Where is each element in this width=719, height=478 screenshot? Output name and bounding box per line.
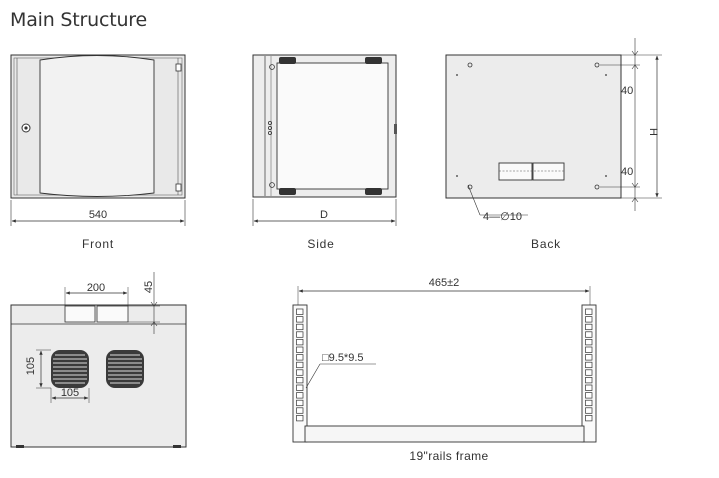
fan-grille-right	[106, 350, 144, 388]
back-cable-entry-right	[532, 162, 565, 181]
back-hole-leader	[467, 184, 481, 216]
front-view: 540 Front	[10, 54, 186, 251]
side-fan-slot-top-right	[365, 57, 382, 64]
rail-hole	[585, 369, 593, 376]
rail-hole	[296, 392, 304, 399]
rail-hole	[296, 346, 304, 353]
rail-hole	[296, 361, 304, 369]
rail-hole	[296, 369, 304, 376]
rails-bottom-crossbar	[304, 425, 585, 443]
side-fan-slot-top-left	[279, 57, 296, 64]
top-opening-left	[64, 305, 96, 323]
rail-hole	[585, 415, 593, 422]
top-fan-width-label: 105	[61, 387, 79, 399]
side-fan-slot-bottom-left	[279, 188, 296, 195]
side-frame-inner	[276, 62, 389, 190]
rail-hole	[585, 407, 593, 414]
rail-hole	[296, 384, 304, 391]
back-mount-hole-bottom-left	[467, 184, 473, 190]
back-mount-hole-top-left	[467, 62, 473, 68]
page-title: Main Structure	[10, 9, 147, 31]
rail-hole	[296, 316, 304, 323]
front-caption: Front	[82, 237, 114, 251]
rail-square-holes	[296, 308, 593, 422]
rail-hole	[585, 308, 593, 315]
rail-hole	[296, 339, 304, 346]
rail-hole	[296, 399, 304, 407]
rail-hole	[296, 407, 304, 414]
rail-hole	[585, 346, 593, 353]
side-caption: Side	[307, 237, 334, 251]
back-view: 4—∅10 40 40 H Back	[445, 38, 662, 251]
rail-hole	[585, 316, 593, 323]
front-hinge-bottom	[175, 183, 182, 192]
rail-hole	[585, 392, 593, 399]
rail-hole	[585, 361, 593, 369]
front-hinge-top	[175, 63, 182, 72]
back-bottom-offset-label: 40	[621, 166, 633, 178]
back-height-label: H	[647, 128, 659, 136]
top-opening-width-label: 200	[87, 282, 105, 294]
back-mount-hole-top-right	[594, 62, 600, 68]
side-handle-icon	[267, 121, 272, 126]
rails-width-label: 465±2	[429, 277, 460, 289]
rail-hole	[585, 339, 593, 346]
back-top-offset-label: 40	[621, 85, 633, 97]
back-hole-label: 4—∅10	[483, 211, 522, 223]
rail-hole	[296, 323, 304, 331]
top-cabinet-body	[10, 304, 187, 448]
rail-hole	[585, 354, 593, 361]
top-opening-depth-label: 45	[143, 281, 155, 293]
top-fan-height-label: 105	[25, 357, 37, 375]
rail-hole	[585, 384, 593, 391]
side-view: D Side	[252, 54, 397, 251]
rail-hole	[296, 377, 304, 384]
rail-hole	[296, 415, 304, 422]
front-width-label: 540	[89, 209, 107, 221]
top-view: 200 45 105 105	[10, 272, 187, 448]
fan-grille-left	[51, 350, 89, 388]
rail-hole	[585, 399, 593, 407]
back-mount-hole-bottom-right	[594, 184, 600, 190]
rails-hole-leader	[305, 363, 321, 389]
rails-hole-label: □9.5*9.5	[322, 352, 364, 364]
back-cable-entry-left	[498, 162, 533, 181]
rails-caption: 19"rails frame	[409, 449, 488, 463]
side-fan-slot-bottom-right	[365, 188, 382, 195]
front-glass-door	[39, 55, 155, 197]
side-depth-label: D	[320, 209, 328, 221]
rail-hole	[296, 331, 304, 338]
rails-frame-view: 465±2 □9.5*9.5 19"rails frame	[292, 277, 597, 463]
rail-hole	[296, 354, 304, 361]
rail-hole	[585, 323, 593, 331]
rail-hole	[296, 308, 304, 315]
rail-hole	[585, 331, 593, 338]
rail-hole	[585, 377, 593, 384]
top-opening-right	[96, 305, 129, 323]
back-caption: Back	[531, 237, 561, 251]
